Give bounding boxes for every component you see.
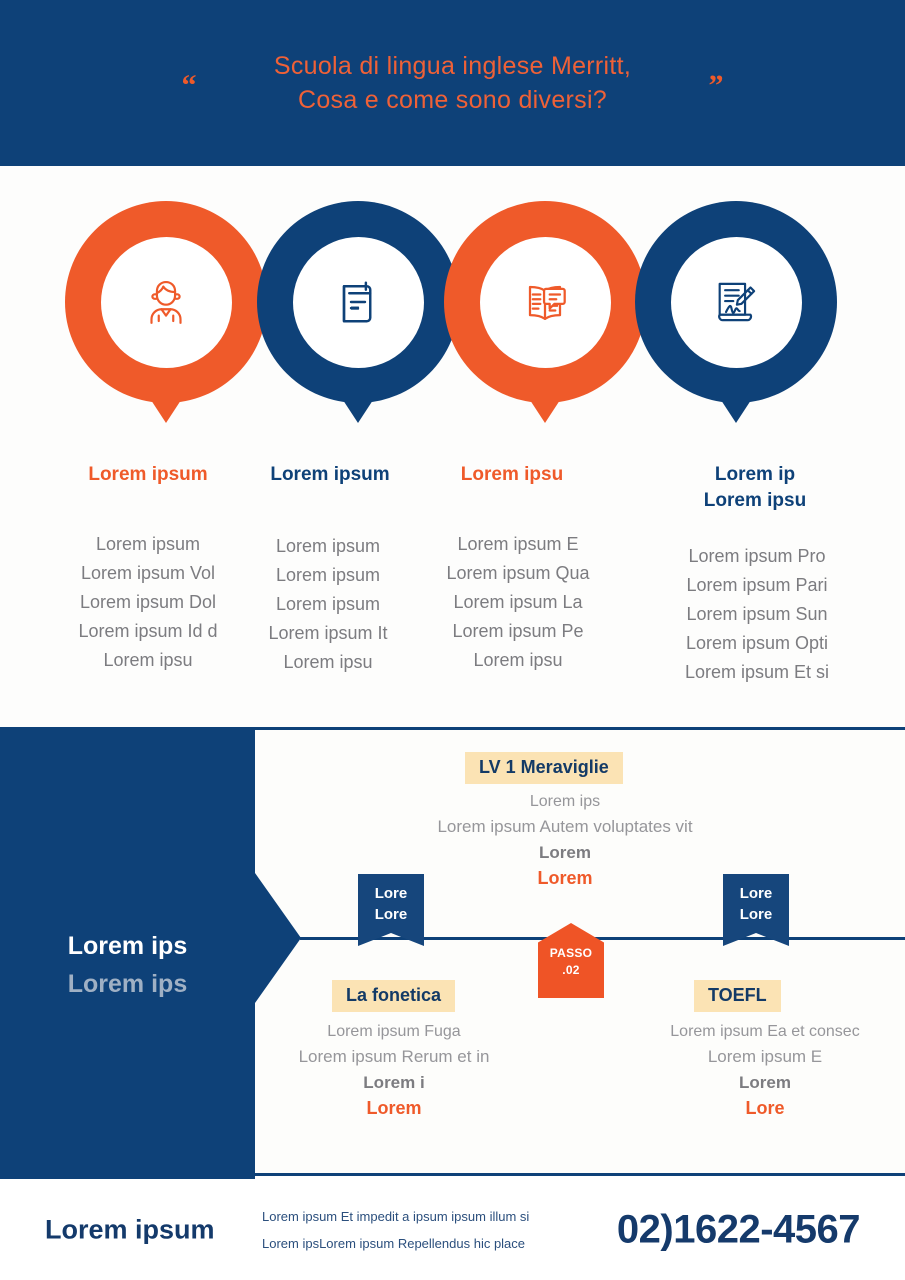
timeline-right-line3: Lorem [739,1073,791,1092]
list-item: Lorem ipsum Pari [686,575,828,595]
timeline-text-left: Lorem ipsum Fuga Lorem ipsum Rerum et in… [260,1020,528,1121]
timeline-right-line1: Lorem ipsum Ea et consec [670,1023,860,1040]
quote-close-icon: ” [708,69,724,102]
circle-hole-1 [100,236,232,368]
feature-node-3[interactable] [434,201,656,451]
timeline-arrow-icon [255,873,301,1003]
timeline-step-label: PASSO [549,946,593,960]
circle-ring-3 [444,201,646,403]
timeline-pill-right[interactable]: TOEFL [694,980,781,1012]
list-item: Lorem ipsum [275,594,381,614]
footer-address: Lorem ipsum Et impedit a ipsum ipsum ill… [262,1203,529,1257]
circle-pointer-2 [341,397,375,423]
circle-pointer-1 [149,397,183,423]
list-item: Lorem ipsum Vol [80,563,216,583]
timeline-left-title: Lorem ips [67,932,188,960]
circle-ring-1 [65,201,267,403]
feature-caption-2: Lorem ipsum [270,464,390,485]
list-item: Lorem ipsum Et si [684,662,830,682]
feature-caption-4: Lorem ip Lorem ipsu [643,462,867,514]
feature-caption-3: Lorem ipsu [460,464,564,485]
list-item: Lorem ipsum [275,565,381,585]
list-item: Lorem ipsum La [453,592,583,612]
timeline-left-panel: Lorem ips Lorem ips [0,730,255,1179]
page-title: Scuola di lingua inglese Merritt, Cosa e… [243,49,663,117]
timeline-banner-right-line2: Lore [739,906,773,923]
page-title-line2: Cosa e come sono diversi? [297,86,608,114]
timeline-banner-left-line2: Lore [374,906,408,923]
timeline-text-right: Lorem ipsum Ea et consec Lorem ipsum E L… [620,1020,905,1121]
list-item: Lorem ipsum Dol [79,592,217,612]
open-book-chat-icon [528,285,566,320]
timeline-top-line4: Lorem [537,868,593,888]
student-icon [150,280,182,324]
list-item: Lorem ipsu [103,650,193,670]
timeline-axis [300,937,905,940]
feature-caption-4-line2: Lorem ipsu [703,490,807,511]
page-header: “ Scuola di lingua inglese Merritt, Cosa… [0,0,905,166]
page-footer: Lorem ipsum Lorem ipsum Et impedit a ips… [0,1179,905,1280]
list-item: Lorem ipsu [283,652,373,672]
feature-circles-section: Lorem ipsum Lorem ipsum Lorem ipsu Lorem… [0,166,905,727]
list-item: Lorem ipsum Opti [685,633,829,653]
list-item: Lorem ipsum [95,534,201,554]
list-item: Lorem ipsu [473,650,563,670]
circle-ring-4 [635,201,837,403]
timeline-section: Lorem ips Lorem ips Lore Lore Lore Lore … [0,727,905,1179]
timeline-top-line3: Lorem [539,843,591,862]
list-item: Lorem ipsum Sun [686,604,828,624]
circle-hole-2 [292,236,424,368]
list-item: Lorem ipsum E [457,534,579,554]
footer-address-line2: Lorem ipsLorem ipsum Repellendus hic pla… [262,1235,526,1251]
timeline-step-marker[interactable]: PASSO .02 [538,923,604,998]
list-item: Lorem ipsum Qua [446,563,590,583]
timeline-left-subtitle: Lorem ips [67,970,188,998]
timeline-right-line4: Lore [745,1098,785,1118]
feature-caption-4-line1: Lorem ip [714,464,796,485]
quote-open-icon: “ [181,69,197,102]
timeline-pill-left[interactable]: La fonetica [332,980,456,1012]
timeline-banner-left-line1: Lore [374,885,408,902]
timeline-top-line1: Lorem ips [529,793,601,810]
timeline-banner-right-line1: Lore [739,885,773,902]
timeline-step-number: .02 [562,963,580,977]
signature-pen-icon [718,282,756,322]
footer-phone[interactable]: 02)1622-4567 [616,1207,861,1251]
page-title-line1: Scuola di lingua inglese Merritt, [273,52,632,80]
feature-node-1[interactable] [55,201,277,451]
circle-pointer-4 [719,397,753,423]
footer-brand: Lorem ipsum [45,1214,215,1244]
timeline-right-line2: Lorem ipsum E [707,1047,823,1066]
list-item: Lorem ipsum Pe [452,621,584,641]
circle-hole-3 [479,236,611,368]
timeline-left-line3: Lorem i [363,1073,425,1092]
footer-address-line1: Lorem ipsum Et impedit a ipsum ipsum ill… [262,1208,530,1224]
circle-row [0,166,905,446]
timeline-pill-top[interactable]: LV 1 Meraviglie [465,752,623,784]
list-item: Lorem ipsum It [268,623,388,643]
timeline-text-top: Lorem ips Lorem ipsum Autem voluptates v… [335,790,795,891]
timeline-left-line2: Lorem ipsum Rerum et in [298,1047,490,1066]
list-item: Lorem ipsum Pro [688,546,826,566]
feature-node-4[interactable] [625,201,847,451]
timeline-left-line1: Lorem ipsum Fuga [327,1023,461,1040]
timeline-left-panel-text: Lorem ips Lorem ips [0,927,255,1003]
circle-hole-4 [670,236,802,368]
timeline-top-line2: Lorem ipsum Autem voluptates vit [437,817,693,836]
circle-pointer-3 [528,397,562,423]
document-icon [342,281,372,323]
header-inner: “ Scuola di lingua inglese Merritt, Cosa… [182,49,724,117]
list-item: Lorem ipsum Id d [78,621,218,641]
list-item: Lorem ipsum [275,536,381,556]
feature-node-2[interactable] [247,201,469,451]
circle-ring-2 [257,201,459,403]
timeline-left-line4: Lorem [366,1098,422,1118]
feature-caption-1: Lorem ipsum [88,464,208,485]
